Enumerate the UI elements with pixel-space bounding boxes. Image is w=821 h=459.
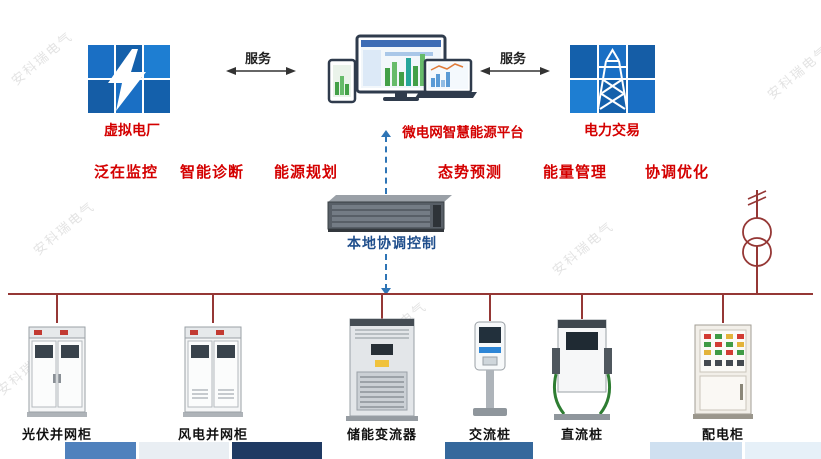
service-arrow-right	[480, 64, 550, 83]
arrow-up-icon	[381, 130, 391, 137]
power-trading-label: 电力交易	[584, 122, 640, 138]
function-label-monitoring: 泛在监控	[93, 164, 159, 181]
drop-line-storage	[381, 295, 383, 319]
device-label-ac: 交流桩	[468, 427, 512, 442]
arrow-down-icon	[381, 288, 391, 295]
drop-line-pv	[56, 295, 58, 323]
service-label-right: 服务	[499, 51, 527, 66]
virtual-plant-label: 虚拟电厂	[104, 122, 160, 138]
virtual-plant-icon	[88, 45, 170, 120]
function-label-optimization: 协调优化	[644, 164, 710, 181]
drop-line-dc-pile	[581, 295, 583, 319]
dashed-connector-top	[385, 136, 387, 194]
transmission-tower-icon	[597, 48, 628, 110]
function-label-prediction: 态势预测	[437, 164, 503, 181]
drop-line-wind	[212, 295, 214, 323]
device-label-storage: 储能变流器	[346, 427, 418, 442]
device-label-dist: 配电柜	[701, 427, 745, 442]
bus-line	[8, 293, 813, 295]
device-label-dc: 直流桩	[560, 427, 604, 442]
function-label-management: 能量管理	[542, 164, 608, 181]
photo-thumbnail	[65, 442, 136, 459]
wind-cabinet-icon	[180, 322, 246, 423]
photo-thumbnail	[232, 442, 322, 459]
watermark-text: 安科瑞电气	[8, 28, 76, 89]
drop-line-ac-pile	[489, 295, 491, 321]
watermark-text: 安科瑞电气	[549, 218, 617, 279]
platform-illustration	[327, 34, 477, 131]
photo-thumbnail	[650, 442, 742, 459]
dashed-connector-bottom	[385, 254, 387, 290]
distribution-cabinet-icon	[691, 322, 755, 425]
watermark-text: 安科瑞电气	[30, 198, 98, 259]
dc-charging-pile-icon	[548, 318, 616, 427]
function-label-planning: 能源规划	[273, 164, 339, 181]
photo-thumbnail	[745, 442, 821, 459]
service-label-left: 服务	[244, 51, 272, 66]
controller-label: 本地协调控制	[347, 235, 437, 251]
watermark-text: 安科瑞电气	[764, 42, 821, 103]
power-trading-icon	[570, 45, 655, 120]
transformer-symbol	[733, 190, 781, 299]
platform-label: 微电网智慧能源平台	[402, 125, 524, 140]
storage-converter-icon	[344, 316, 420, 427]
pv-cabinet-icon	[24, 322, 90, 423]
device-label-pv: 光伏并网柜	[21, 427, 93, 442]
local-controller-server-icon	[322, 192, 454, 241]
photo-thumbnail	[139, 442, 229, 459]
drop-line-dist	[722, 295, 724, 323]
ac-charging-pile-icon	[467, 320, 513, 427]
service-arrow-left	[226, 64, 296, 83]
device-label-wind: 风电并网柜	[177, 427, 249, 442]
photo-thumbnail	[445, 442, 533, 459]
lightning-icon	[108, 49, 146, 111]
function-label-diagnosis: 智能诊断	[179, 164, 245, 181]
